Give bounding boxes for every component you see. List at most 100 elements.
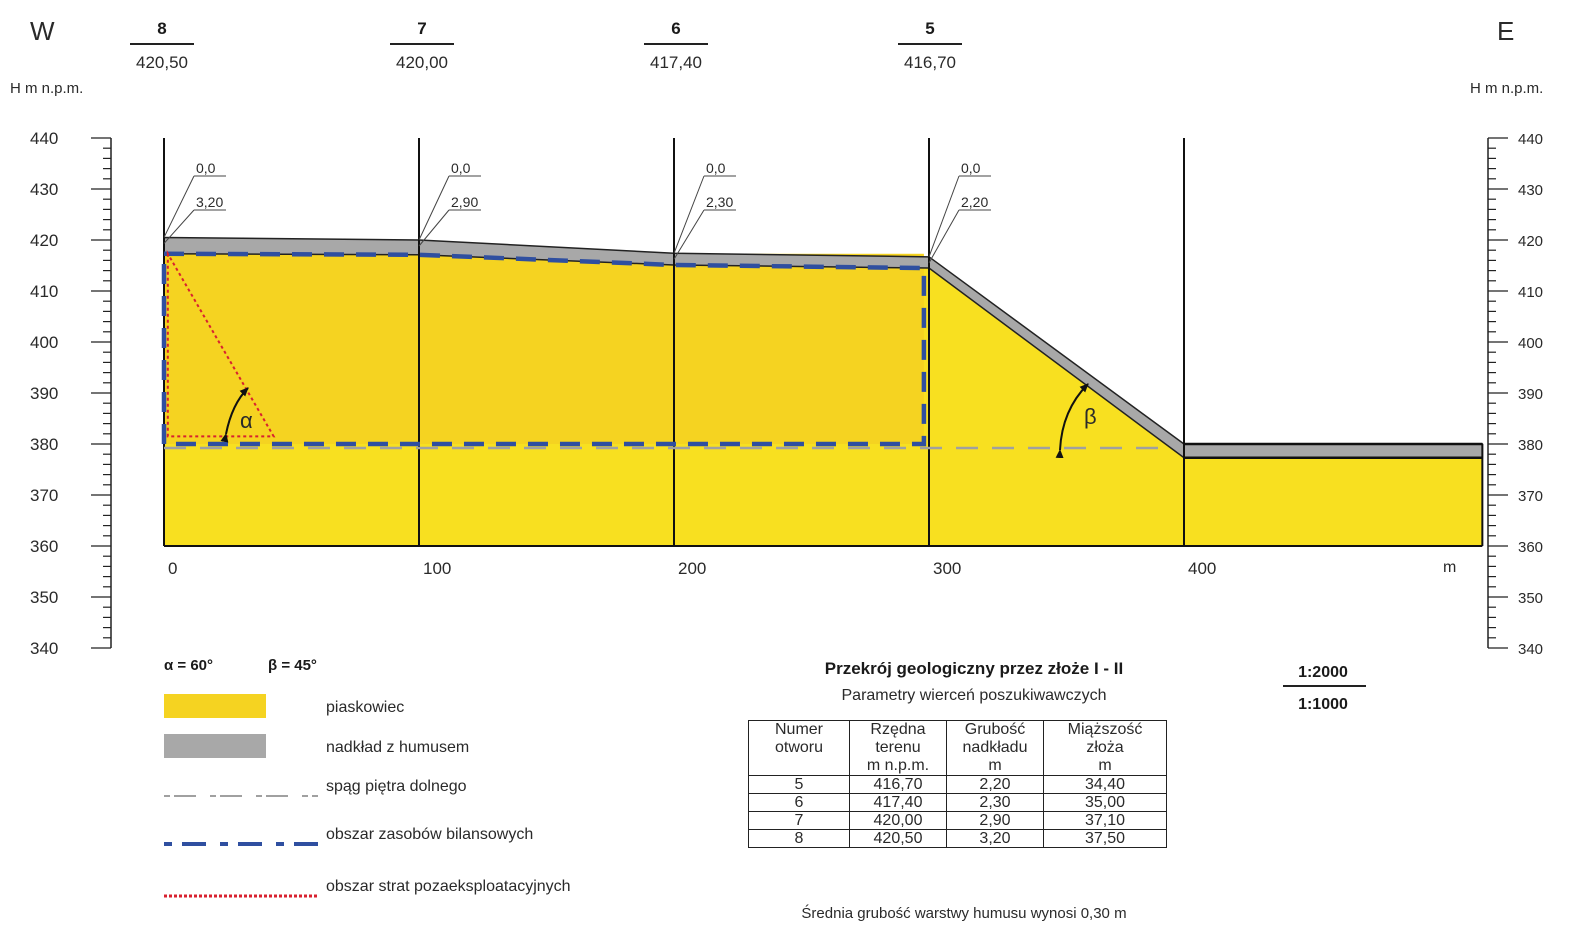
alpha-arc [220, 387, 249, 443]
table-footnote: Średnia grubość warstwy humusu wynosi 0,… [801, 904, 1126, 922]
table-cell: 37,10 [1043, 811, 1167, 830]
table-cell: 35,00 [1043, 793, 1167, 812]
table-row: 8 420,50 3,20 37,50 [748, 829, 1167, 848]
header-cell: terenu [849, 739, 947, 757]
table-cell: 7 [748, 811, 850, 830]
depth-leader [418, 209, 450, 247]
borehole-number: 5 [925, 19, 934, 38]
legend-swatch [164, 734, 266, 758]
borehole-parameters-table: Numer Rzędna Grubość Miąższość otworu te… [748, 720, 1167, 848]
distance-unit-label: m [1443, 559, 1456, 576]
elevation-tick-label: 420 [30, 231, 58, 250]
distance-tick-label: 400 [1188, 559, 1216, 578]
legend-label: spąg piętra dolnego [326, 778, 467, 795]
table-row: 6 417,40 2,30 35,00 [748, 793, 1167, 812]
depth-top-label: 0,0 [961, 160, 981, 176]
depth-top-label: 0,0 [451, 160, 471, 176]
elevation-tick-label: 420 [1518, 233, 1543, 250]
elevation-tick-label: 340 [30, 639, 58, 658]
distance-tick-label: 200 [678, 559, 706, 578]
borehole-number: 7 [417, 19, 426, 38]
legend-label: obszar strat pozaeksploatacyjnych [326, 878, 571, 895]
depth-bottom-label: 2,20 [961, 194, 988, 210]
table-cell: 2,30 [946, 793, 1044, 812]
table-row: 5 416,70 2,20 34,40 [748, 775, 1167, 794]
header-cell: m [1043, 757, 1167, 776]
header-cell: złoża [1043, 739, 1167, 757]
table-cell: 420,00 [849, 811, 947, 830]
depth-leader [673, 175, 705, 254]
depth-leader [163, 209, 195, 244]
borehole-elevation: 420,50 [136, 53, 188, 72]
header-cell: m [946, 757, 1044, 776]
elevation-tick-label: 410 [30, 282, 58, 301]
depth-leader [928, 175, 960, 258]
depth-leader [418, 175, 450, 241]
table-row: 7 420,00 2,90 37,10 [748, 811, 1167, 830]
beta-label: β [1084, 404, 1097, 429]
beta-summary: β = 45° [268, 657, 317, 674]
elevation-tick-label: 370 [30, 486, 58, 505]
header-cell: Numer [748, 720, 850, 739]
header-cell: nadkładu [946, 739, 1044, 757]
elevation-tick-label: 370 [1518, 488, 1543, 505]
left-axis-unit: H m n.p.m. [10, 80, 83, 97]
table-cell: 417,40 [849, 793, 947, 812]
alpha-label: α [240, 408, 253, 433]
table-cell: 416,70 [849, 775, 947, 794]
depth-leader [928, 209, 960, 264]
elevation-tick-label: 430 [1518, 182, 1543, 199]
legend-label: nadkład z humusem [326, 739, 469, 756]
elevation-tick-label: 380 [1518, 437, 1543, 454]
table-cell: 37,50 [1043, 829, 1167, 848]
distance-tick-label: 0 [168, 559, 177, 578]
depth-leader [673, 209, 705, 260]
legend-label: obszar zasobów bilansowych [326, 826, 533, 843]
elevation-tick-label: 440 [1518, 131, 1543, 148]
elevation-tick-label: 350 [30, 588, 58, 607]
distance-tick-label: 100 [423, 559, 451, 578]
elevation-tick-label: 340 [1518, 641, 1543, 658]
distance-axis: 0 100 200 300 400 m [168, 559, 1456, 578]
balance-zone-fill [164, 253, 924, 444]
borehole-elevation: 416,70 [904, 53, 956, 72]
distance-tick-label: 300 [933, 559, 961, 578]
table-cell: 2,20 [946, 775, 1044, 794]
table-cell: 8 [748, 829, 850, 848]
elevation-tick-label: 360 [30, 537, 58, 556]
depth-top-label: 0,0 [196, 160, 216, 176]
header-cell: m n.p.m. [849, 757, 947, 776]
depth-top-label: 0,0 [706, 160, 726, 176]
borehole-elevation: 420,00 [396, 53, 448, 72]
table-title: Przekrój geologiczny przez złoże I - II [825, 659, 1124, 678]
elevation-tick-label: 350 [1518, 590, 1543, 607]
depth-bottom-label: 2,30 [706, 194, 733, 210]
scale-horizontal: 1:2000 [1298, 664, 1348, 681]
table-cell: 3,20 [946, 829, 1044, 848]
beta-arc [1055, 383, 1089, 459]
angle-annotations: α β [220, 383, 1097, 459]
table-cell: 34,40 [1043, 775, 1167, 794]
east-label: E [1497, 16, 1514, 46]
header-cell [748, 757, 850, 776]
borehole-number: 8 [157, 19, 166, 38]
west-label: W [30, 16, 55, 46]
header-cell: Miąższość [1043, 720, 1167, 739]
section-body: 0,0 3,20 0,0 2,90 0,0 2,30 0,0 2,20 [161, 138, 1484, 547]
header-cell: Rzędna [849, 720, 947, 739]
table-cell: 2,90 [946, 811, 1044, 830]
borehole-elevation: 417,40 [650, 53, 702, 72]
elevation-tick-label: 390 [1518, 386, 1543, 403]
depth-leader [163, 175, 195, 238]
legend-swatch [164, 694, 266, 718]
elevation-tick-label: 390 [30, 384, 58, 403]
elevation-tick-label: 380 [30, 435, 58, 454]
depth-bottom-label: 3,20 [196, 194, 223, 210]
table-cell: 420,50 [849, 829, 947, 848]
legend-label: piaskowiec [326, 699, 404, 716]
depth-bottom-label: 2,90 [451, 194, 478, 210]
